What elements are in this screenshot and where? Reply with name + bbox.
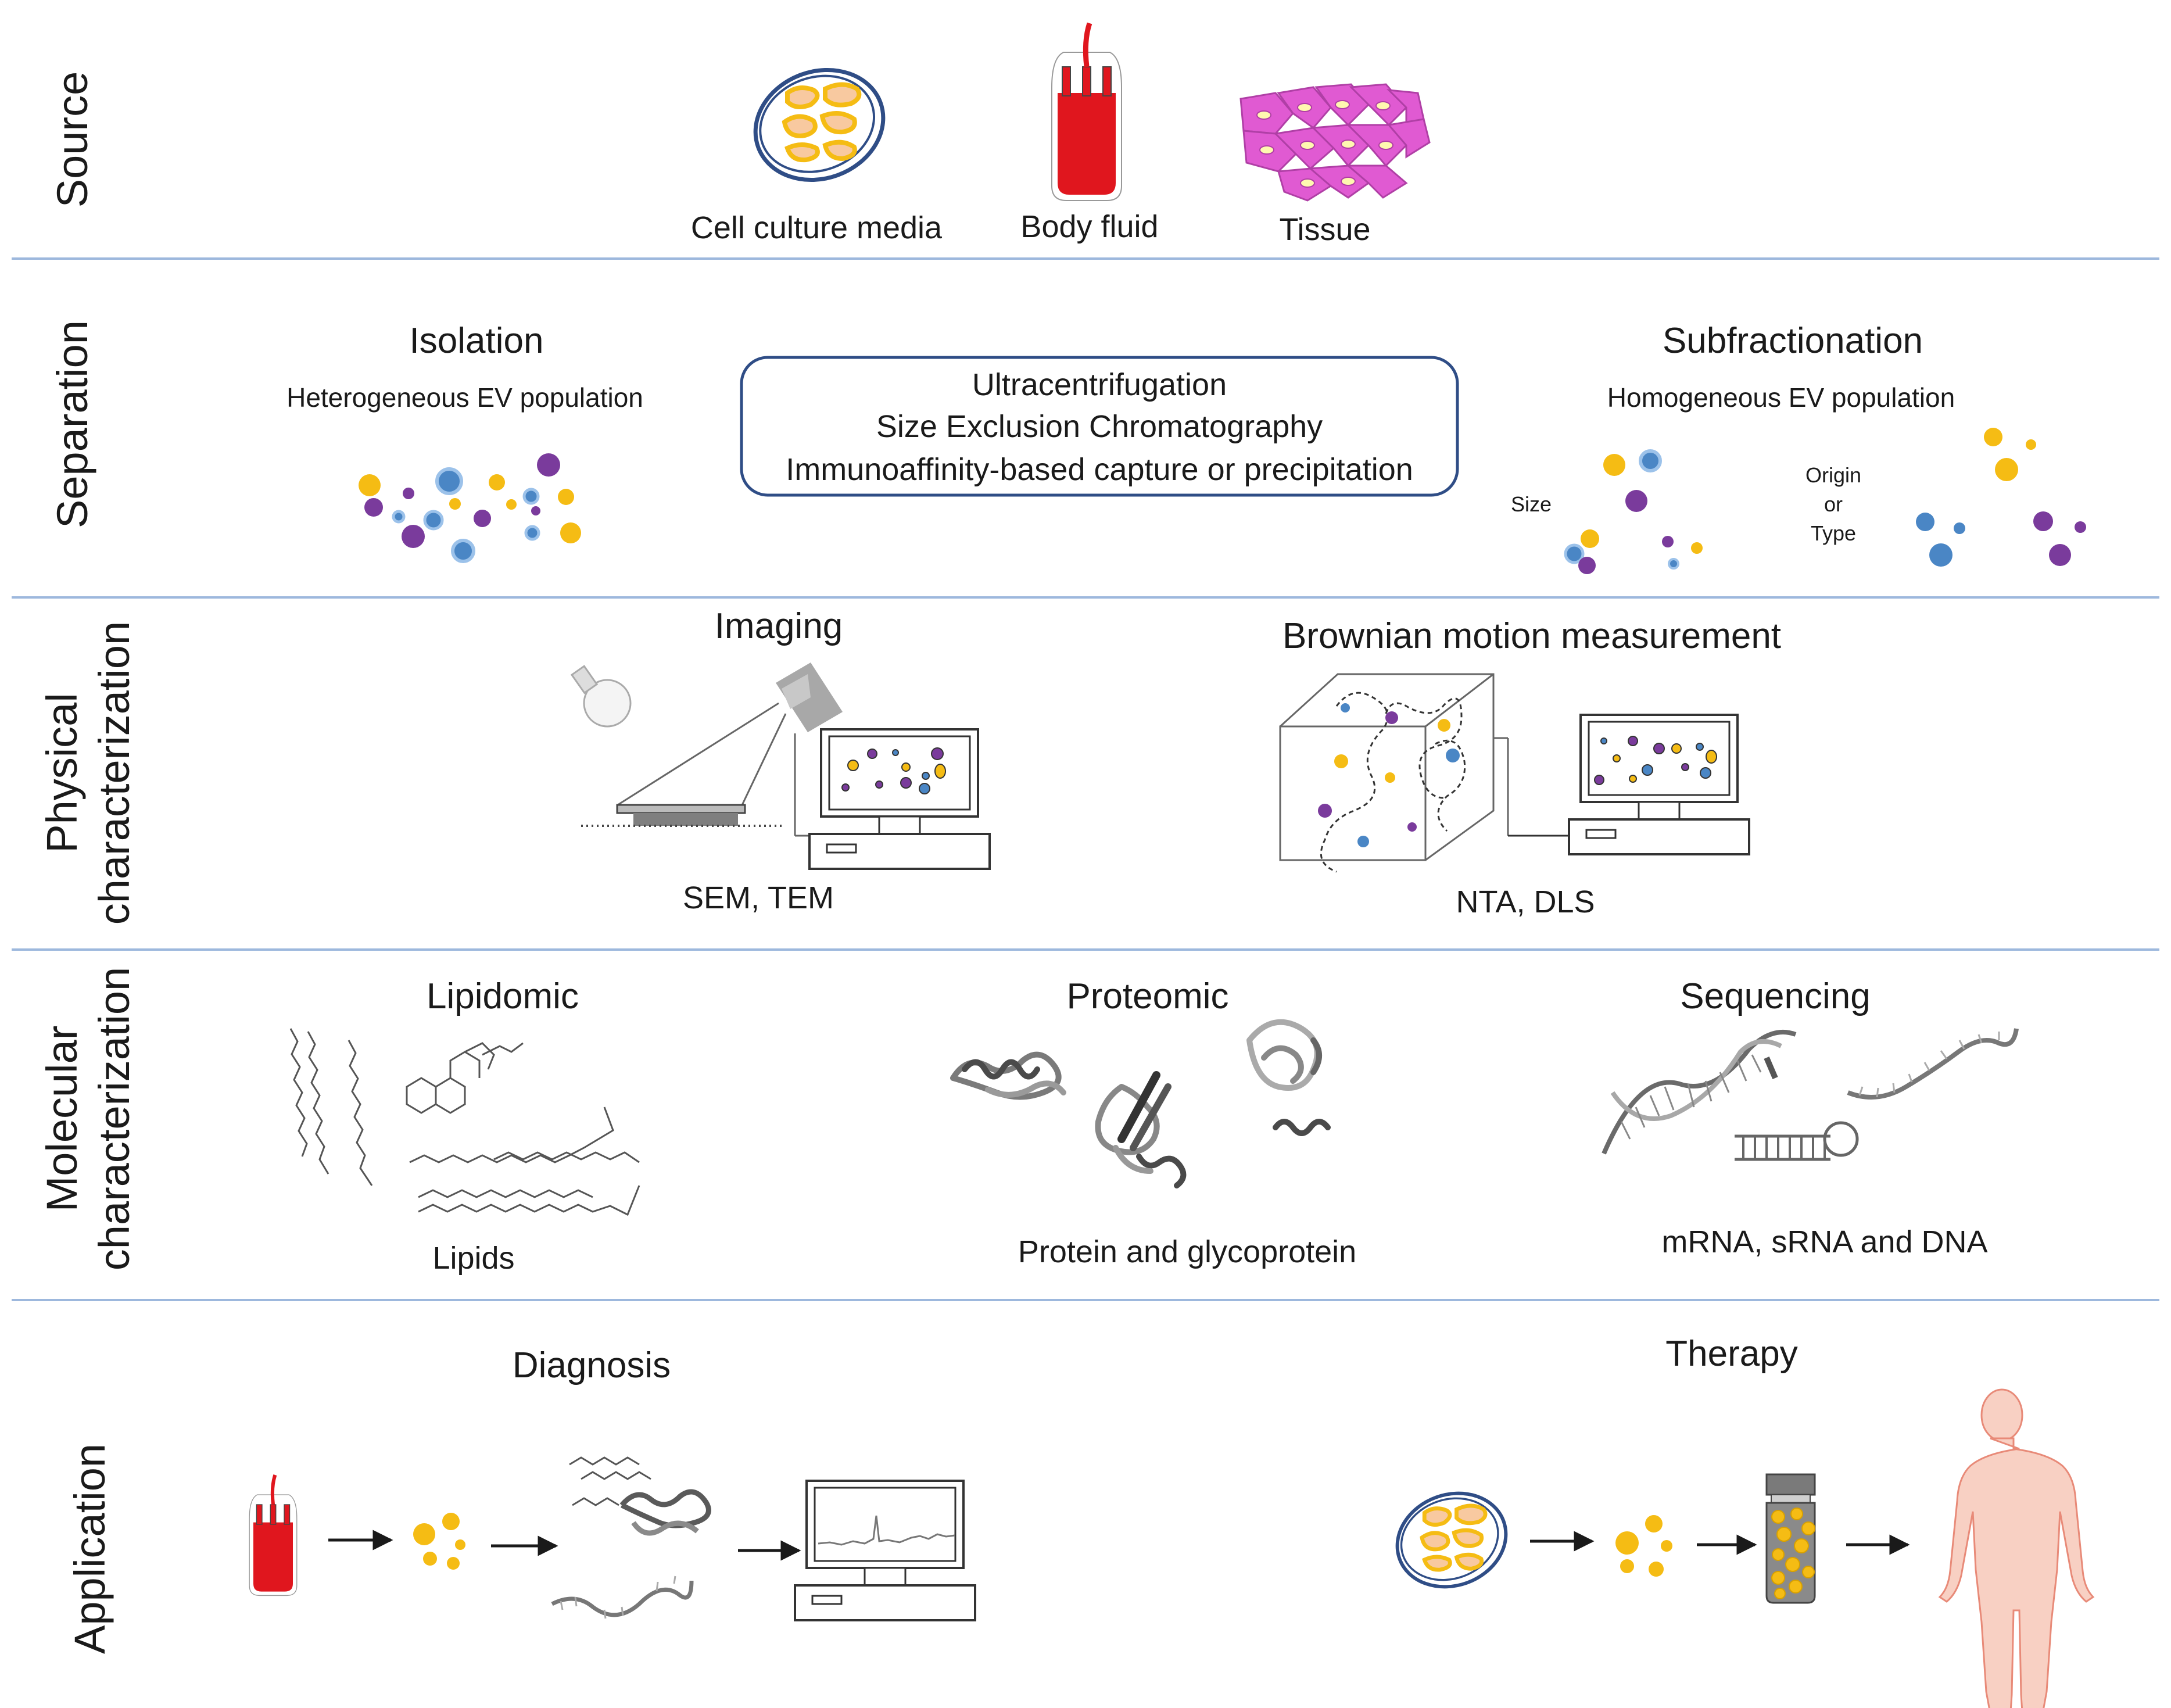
or-label: or [1824, 492, 1843, 516]
type-label: Type [1811, 521, 1856, 545]
human-body-icon [1938, 1388, 2095, 1708]
diagnosis-title: Diagnosis [513, 1345, 671, 1385]
diagnosis-computer-icon [794, 1480, 976, 1621]
row-label-source: Source [48, 71, 96, 207]
imaging-computer-icon [808, 728, 991, 870]
application-row: Diagnosis [249, 1334, 2095, 1708]
source-label-body-fluid: Body fluid [1020, 209, 1158, 244]
physical-row: Imaging [570, 606, 1781, 919]
source-row: Cell culture media Body fluid Tissue [691, 23, 1431, 247]
row-labels: Source Separation Physical characterizat… [38, 71, 138, 1654]
row-dividers [12, 257, 2159, 1301]
row-label-molecular-2: characterization [90, 967, 138, 1270]
nta-cube-icon [1279, 673, 1581, 873]
therapy-ev-dots [1615, 1515, 1672, 1577]
diagnosis-blood-bag-icon [249, 1475, 297, 1595]
brownian-caption: NTA, DLS [1456, 885, 1595, 919]
microscope-icon [570, 663, 843, 837]
cell-culture-dish-icon [740, 52, 898, 198]
subfractionation-title: Subfractionation [1663, 321, 1923, 361]
row-label-separation: Separation [48, 320, 96, 528]
separation-methods-box [740, 356, 1459, 497]
imaging-caption: SEM, TEM [683, 880, 834, 915]
therapy-title: Therapy [1665, 1334, 1797, 1374]
therapy-dish-icon [1384, 1478, 1519, 1602]
method-sec: Size Exclusion Chromatography [876, 409, 1323, 444]
imaging-title: Imaging [715, 606, 843, 646]
hairpin-rna-icon [1735, 1121, 1859, 1161]
lipidomic-title: Lipidomic [427, 976, 579, 1016]
tissue-icon [1239, 83, 1431, 202]
size-label: Size [1511, 492, 1552, 516]
ssrna-strand-icon [1847, 1028, 2019, 1100]
molecular-row: Lipidomic Lipids Proteomic [289, 976, 2019, 1276]
vial-icon [1765, 1473, 1816, 1604]
separation-row: Isolation Heterogeneous EV population Ul… [286, 321, 2086, 574]
isolation-title: Isolation [410, 321, 544, 361]
sequencing-caption: mRNA, sRNA and DNA [1661, 1224, 1987, 1259]
homogeneous-ev-dots [1564, 428, 2086, 574]
diagnosis-ev-dots [413, 1513, 465, 1570]
dna-helix-icon [1602, 1029, 1797, 1155]
brownian-title: Brownian motion measurement [1282, 616, 1781, 656]
method-immunoaffinity: Immunoaffinity-based capture or precipit… [786, 452, 1413, 487]
protein-structures-icon [950, 1019, 1331, 1188]
row-label-molecular: Molecular [38, 1026, 86, 1212]
method-ultracentrifugation: Ultracentrifugation [972, 367, 1227, 402]
proteomic-title: Proteomic [1066, 976, 1228, 1016]
proteomic-caption: Protein and glycoprotein [1018, 1234, 1356, 1269]
lipidomic-caption: Lipids [432, 1241, 514, 1276]
row-label-physical-2: characterization [90, 621, 138, 925]
diagnosis-biomolecules-icon [551, 1456, 711, 1619]
row-label-application: Application [66, 1444, 114, 1654]
origin-label: Origin [1805, 463, 1861, 487]
source-label-cell-culture: Cell culture media [691, 210, 943, 245]
row-label-physical: Physical [38, 693, 86, 853]
sequencing-title: Sequencing [1680, 976, 1871, 1016]
isolation-subtitle: Heterogeneous EV population [286, 382, 643, 413]
brownian-computer-icon [1568, 714, 1750, 855]
blood-bag-icon [1052, 23, 1122, 200]
lipid-structures-icon [289, 1028, 640, 1216]
source-label-tissue: Tissue [1279, 212, 1370, 247]
heterogeneous-ev-dots [359, 453, 581, 563]
subfractionation-subtitle: Homogeneous EV population [1607, 382, 1955, 413]
